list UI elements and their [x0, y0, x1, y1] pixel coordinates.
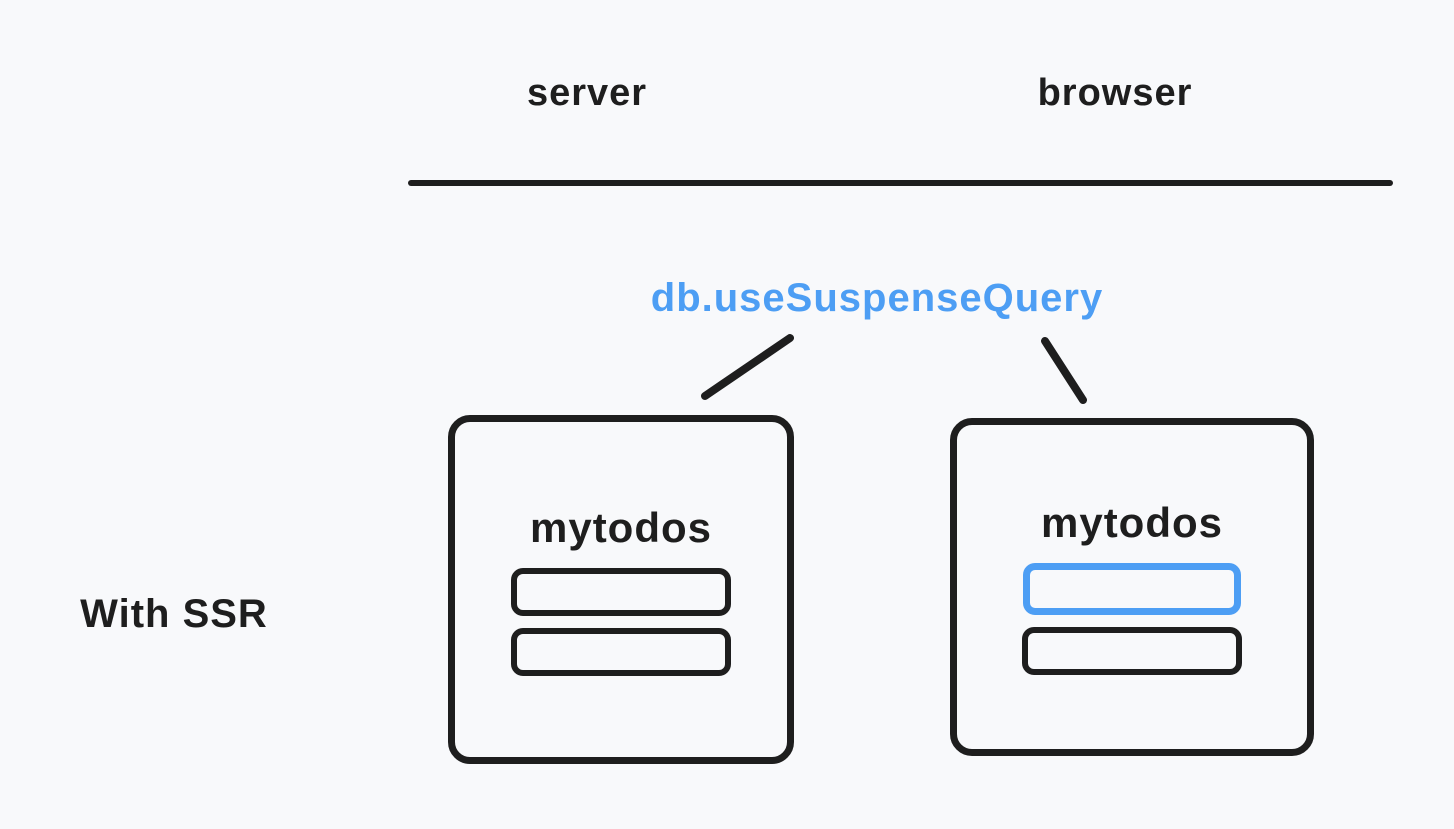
side-label-with-ssr: With SSR	[80, 592, 268, 636]
divider-line	[408, 180, 1393, 186]
cache-row-black	[511, 567, 731, 616]
server-cache-rows	[511, 567, 731, 676]
cache-row-black	[1022, 627, 1242, 675]
connector-line-right	[1041, 337, 1087, 404]
browser-cache-box: mytodos	[950, 418, 1314, 756]
cache-row-blue	[1023, 563, 1241, 615]
server-cache-box: mytodos	[448, 415, 794, 764]
query-label: db.useSuspenseQuery	[650, 276, 1104, 320]
cache-row-black	[511, 627, 731, 676]
column-header-browser: browser	[1037, 72, 1193, 114]
server-cache-title: mytodos	[529, 503, 712, 551]
column-header-server: server	[526, 72, 648, 114]
browser-cache-rows	[1022, 563, 1242, 675]
connector-line-left	[701, 334, 794, 400]
browser-cache-title: mytodos	[1040, 499, 1223, 546]
